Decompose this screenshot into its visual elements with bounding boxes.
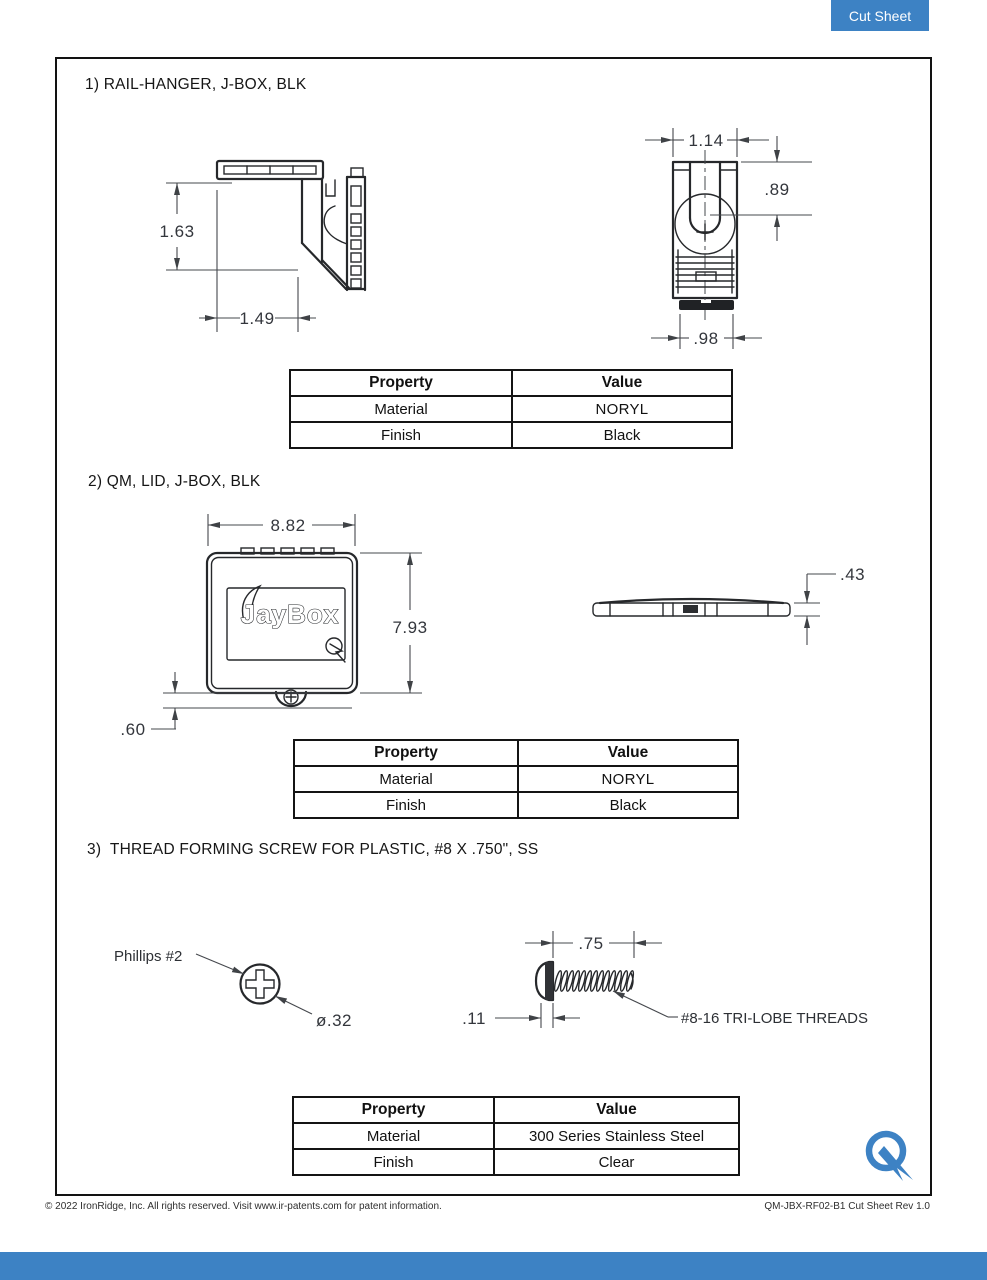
rail-hanger-front-view: 1.14 .89 .98: [645, 128, 812, 349]
lid-thickness-dim: .43: [840, 565, 865, 584]
phillips-cross: [245, 969, 275, 999]
table-row: Finish Clear: [292, 1148, 740, 1176]
screw-threads: [553, 970, 635, 992]
bottom-accent-bar: [0, 1252, 987, 1280]
screw-head-view: Phillips #2 ø.32: [114, 948, 352, 1030]
section-2-title: 2) QM, LID, J-BOX, BLK: [88, 473, 261, 490]
table-row: Material 300 Series Stainless Steel: [292, 1122, 740, 1150]
rail-hanger-slot-depth-dim: .89: [764, 180, 789, 199]
section-1-title: 1) RAIL-HANGER, J-BOX, BLK: [85, 76, 307, 93]
table3-material-label: Material: [292, 1122, 495, 1150]
table1-finish-label: Finish: [289, 421, 513, 449]
rail-hanger-slot-width-dim: 1.14: [688, 131, 723, 150]
jaybox-q-mark: [329, 643, 346, 663]
table2-finish-label: Finish: [293, 791, 519, 819]
phillips-drive-label: Phillips #2: [114, 948, 182, 965]
table1-header-property: Property: [289, 369, 513, 397]
screw-head-height-dim: .11: [462, 1009, 486, 1028]
thread-spec-label: #8-16 TRI-LOBE THREADS: [681, 1010, 868, 1027]
table1-finish-value: Black: [511, 421, 733, 449]
lid-height-dim: 7.93: [392, 618, 427, 637]
table-row: Material NORYL: [289, 395, 733, 423]
table2-material-value: NORYL: [517, 765, 739, 793]
table2-finish-value: Black: [517, 791, 739, 819]
rail-hanger-property-table: Property Value Material NORYL Finish Bla…: [289, 369, 733, 449]
table2-header-property: Property: [293, 739, 519, 767]
lid-side-view: .43: [592, 565, 865, 645]
lid-property-table: Property Value Material NORYL Finish Bla…: [293, 739, 739, 819]
sheet-border: [55, 57, 932, 1196]
jaybox-logo-text: JayBox: [241, 599, 340, 629]
table2-material-label: Material: [293, 765, 519, 793]
table3-header-property: Property: [292, 1096, 495, 1124]
rail-hanger-height-dim: 1.63: [159, 222, 194, 241]
table3-material-value: 300 Series Stainless Steel: [493, 1122, 740, 1150]
table3-finish-label: Finish: [292, 1148, 495, 1176]
document-revision: QM-JBX-RF02-B1 Cut Sheet Rev 1.0: [764, 1201, 930, 1212]
table1-material-label: Material: [289, 395, 513, 423]
lid-width-dim: 8.82: [270, 516, 305, 535]
screw-property-table: Property Value Material 300 Series Stain…: [292, 1096, 740, 1176]
rail-hanger-side-view: 1.63 1.49: [159, 159, 367, 332]
cut-sheet-tab-label: Cut Sheet: [848, 7, 912, 24]
ironridge-q-logo: [865, 1130, 913, 1181]
table-row: Finish Black: [293, 791, 739, 819]
section-3-title: 3) THREAD FORMING SCREW FOR PLASTIC, #8 …: [87, 841, 539, 858]
rail-hanger-width-dim: 1.49: [239, 309, 274, 328]
screw-head-diameter-dim: ø.32: [316, 1011, 352, 1030]
screw-thread-length-dim: .75: [578, 934, 603, 953]
lid-boss-height-dim: .60: [120, 720, 145, 739]
table-row: Finish Black: [289, 421, 733, 449]
copyright-notice: © 2022 IronRidge, Inc. All rights reserv…: [45, 1201, 442, 1212]
table2-header-value: Value: [517, 739, 739, 767]
table3-finish-value: Clear: [493, 1148, 740, 1176]
table1-material-value: NORYL: [511, 395, 733, 423]
rail-hanger-base-width-dim: .98: [693, 329, 718, 348]
table1-header-value: Value: [511, 369, 733, 397]
screw-side-view: .75 .11 #8-16 TRI-LOBE THREADS: [462, 931, 868, 1028]
table-row: Material NORYL: [293, 765, 739, 793]
lid-front-view: JayBox 8.82 7.93 .60: [120, 514, 427, 739]
table3-header-value: Value: [493, 1096, 740, 1124]
cut-sheet-tab[interactable]: Cut Sheet: [831, 0, 929, 31]
